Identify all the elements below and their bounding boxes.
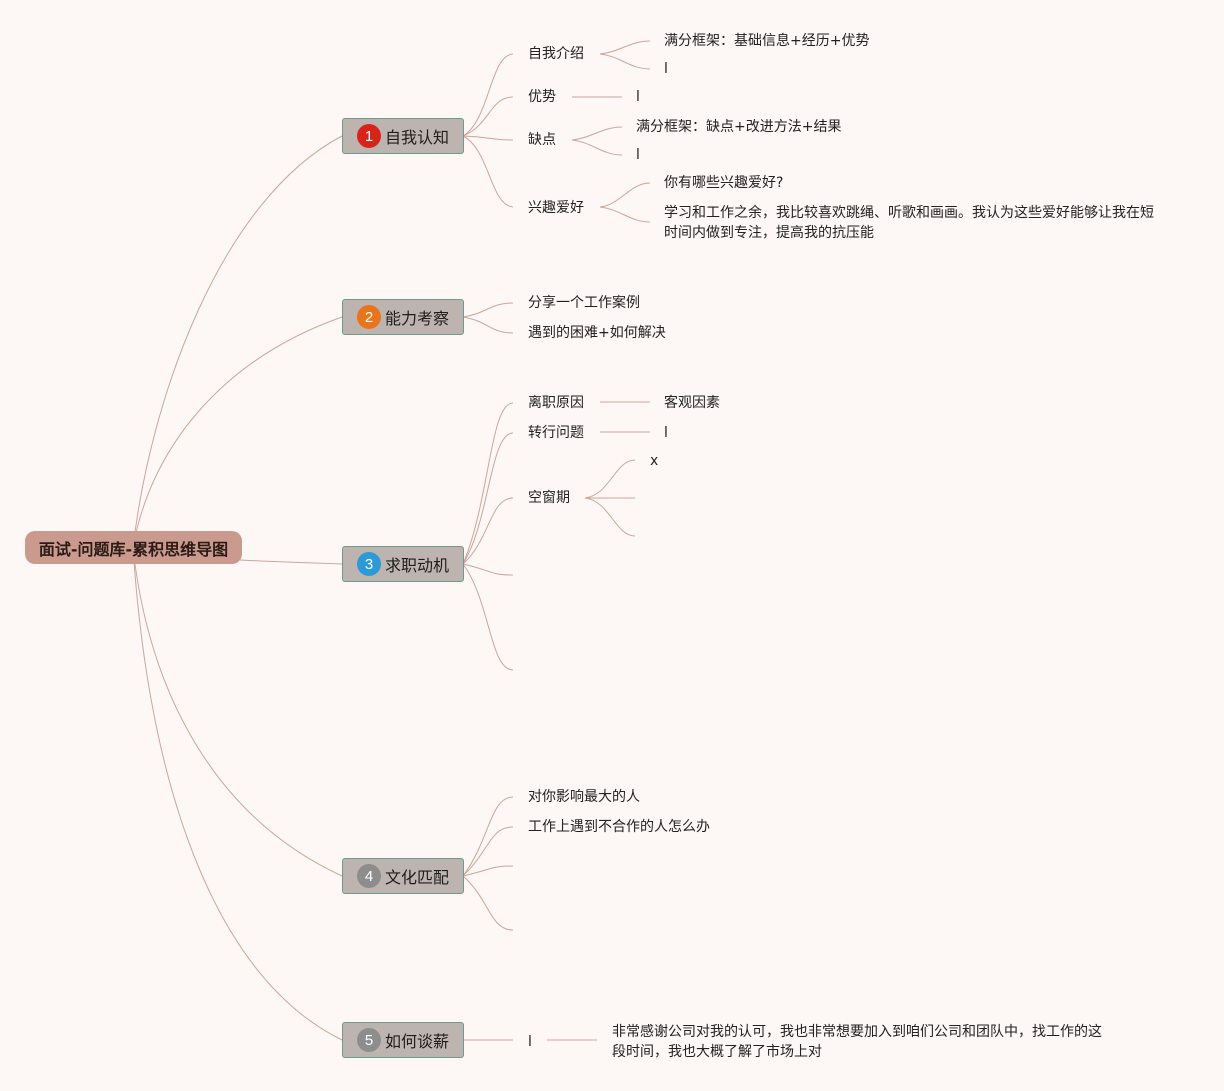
- detail-objective-factors[interactable]: 客观因素: [664, 395, 720, 411]
- link-root-branch-5: [132, 547, 343, 1041]
- link-c1-g2: [599, 53, 651, 70]
- root-topic[interactable]: 面试-问题库-累积思维导图: [25, 531, 242, 564]
- link-c4-g1: [599, 182, 651, 208]
- subtopic-career-change[interactable]: 转行问题: [528, 425, 584, 441]
- subtopic-uncooperative[interactable]: 工作上遇到不合作的人怎么办: [528, 819, 710, 835]
- subtopic-most-influential[interactable]: 对你影响最大的人: [528, 789, 640, 805]
- branch-title-1: 自我认知: [385, 128, 450, 147]
- detail-strengths-l[interactable]: l: [636, 89, 640, 105]
- link-b4-c4: [462, 875, 514, 931]
- subtopic-salary-l[interactable]: l: [528, 1034, 532, 1050]
- branch-topic-3[interactable]: 3 求职动机: [342, 546, 464, 582]
- link-b3-c3: [462, 497, 514, 565]
- branch-topic-1[interactable]: 1 自我认知: [342, 118, 464, 154]
- subtopic-strengths[interactable]: 优势: [528, 89, 556, 105]
- link-b2-c1: [462, 302, 514, 318]
- number-badge-1-icon: 1: [357, 124, 381, 148]
- link-c33-g3: [584, 497, 636, 537]
- link-b3-c1: [462, 402, 514, 565]
- branch-topic-5[interactable]: 5 如何谈薪: [342, 1022, 464, 1058]
- detail-salary-answer[interactable]: 非常感谢公司对我的认可，我也非常想要加入到咱们公司和团队中，找工作的这段时间，我…: [612, 1024, 1102, 1060]
- subtopic-difficulties[interactable]: 遇到的困难+如何解决: [528, 325, 666, 341]
- branch-title-4: 文化匹配: [385, 868, 450, 887]
- link-root-branch-2: [132, 316, 343, 549]
- subtopic-gap-period[interactable]: 空窗期: [528, 490, 570, 506]
- detail-hobbies-answer[interactable]: 学习和工作之余，我比较喜欢跳绳、听歌和画画。我认为这些爱好能够让我在短时间内做到…: [664, 205, 1154, 241]
- link-c33-g1: [584, 459, 636, 499]
- number-badge-2-icon: 2: [357, 305, 381, 329]
- link-c4-g2: [599, 206, 651, 223]
- branch-title-3: 求职动机: [385, 556, 450, 575]
- branch-title-2: 能力考察: [385, 309, 450, 328]
- subtopic-work-case[interactable]: 分享一个工作案例: [528, 295, 640, 311]
- detail-weaknesses-l[interactable]: l: [636, 147, 640, 163]
- link-b4-c2: [462, 826, 514, 877]
- branch-title-5: 如何谈薪: [385, 1032, 450, 1051]
- link-b1-c3: [462, 135, 514, 141]
- detail-self-intro-framework[interactable]: 满分框架：基础信息+经历+优势: [664, 33, 870, 49]
- link-b3-c4: [462, 563, 514, 576]
- link-root-branch-4: [132, 547, 343, 877]
- link-b4-c3: [462, 865, 514, 877]
- link-b4-c1: [462, 796, 514, 877]
- number-badge-5-icon: 5: [357, 1028, 381, 1052]
- detail-self-intro-l[interactable]: l: [664, 61, 668, 77]
- subtopic-leave-reason[interactable]: 离职原因: [528, 395, 584, 411]
- subtopic-hobbies[interactable]: 兴趣爱好: [528, 200, 584, 216]
- link-c1-g1: [599, 40, 651, 55]
- branch-topic-4[interactable]: 4 文化匹配: [342, 858, 464, 894]
- link-c3-g2: [571, 139, 623, 156]
- link-b1-c1: [462, 53, 514, 137]
- link-b3-c2: [462, 432, 514, 565]
- link-b3-c5: [462, 563, 514, 671]
- subtopic-self-intro[interactable]: 自我介绍: [528, 46, 584, 62]
- detail-weaknesses-framework[interactable]: 满分框架：缺点+改进方法+结果: [636, 119, 842, 135]
- link-c3-g1: [571, 126, 623, 141]
- detail-gap-x[interactable]: x: [650, 453, 659, 469]
- link-b1-c2: [462, 96, 514, 137]
- detail-career-change-l[interactable]: l: [664, 425, 668, 441]
- number-badge-3-icon: 3: [357, 552, 381, 576]
- link-root-branch-1: [132, 135, 343, 549]
- link-root-branch-3: [239, 559, 343, 565]
- link-b1-c4: [462, 135, 514, 208]
- link-b2-c2: [462, 316, 514, 334]
- number-badge-4-icon: 4: [357, 864, 381, 888]
- detail-hobbies-question[interactable]: 你有哪些兴趣爱好?: [664, 175, 784, 191]
- subtopic-weaknesses[interactable]: 缺点: [528, 132, 556, 148]
- branch-topic-2[interactable]: 2 能力考察: [342, 299, 464, 335]
